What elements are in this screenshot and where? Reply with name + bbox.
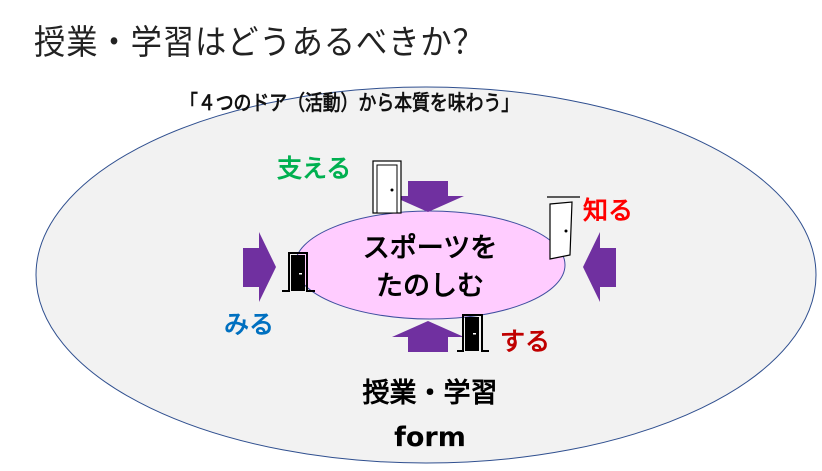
door-label-do: する: [500, 327, 551, 356]
bottom-line-1: 授業・学習: [362, 378, 498, 409]
arrow-right: [243, 232, 276, 302]
door-label-support: 支える: [277, 154, 352, 183]
center-line-2: たのしむ: [376, 271, 484, 302]
bottom-line-2: form: [394, 422, 466, 453]
arrow-down: [392, 181, 464, 212]
bottom-text: 授業・学習 form: [300, 372, 560, 460]
page-title: 授業・学習はどうあるべきか？: [34, 23, 485, 63]
arrow-up: [392, 321, 464, 352]
center-line-1: スポーツを: [362, 233, 498, 264]
door-closed-icon: [282, 252, 315, 292]
door-label-know: 知る: [583, 196, 634, 225]
center-text: スポーツを たのしむ: [330, 230, 530, 306]
subtitle: 「４つのドア（活動）から本質を味わう」: [180, 91, 520, 115]
arrow-left: [583, 232, 616, 302]
door-label-watch: みる: [224, 310, 275, 339]
door-open-icon: [547, 196, 580, 260]
door-closed-icon: [457, 314, 489, 352]
door-open-icon: [372, 160, 402, 214]
